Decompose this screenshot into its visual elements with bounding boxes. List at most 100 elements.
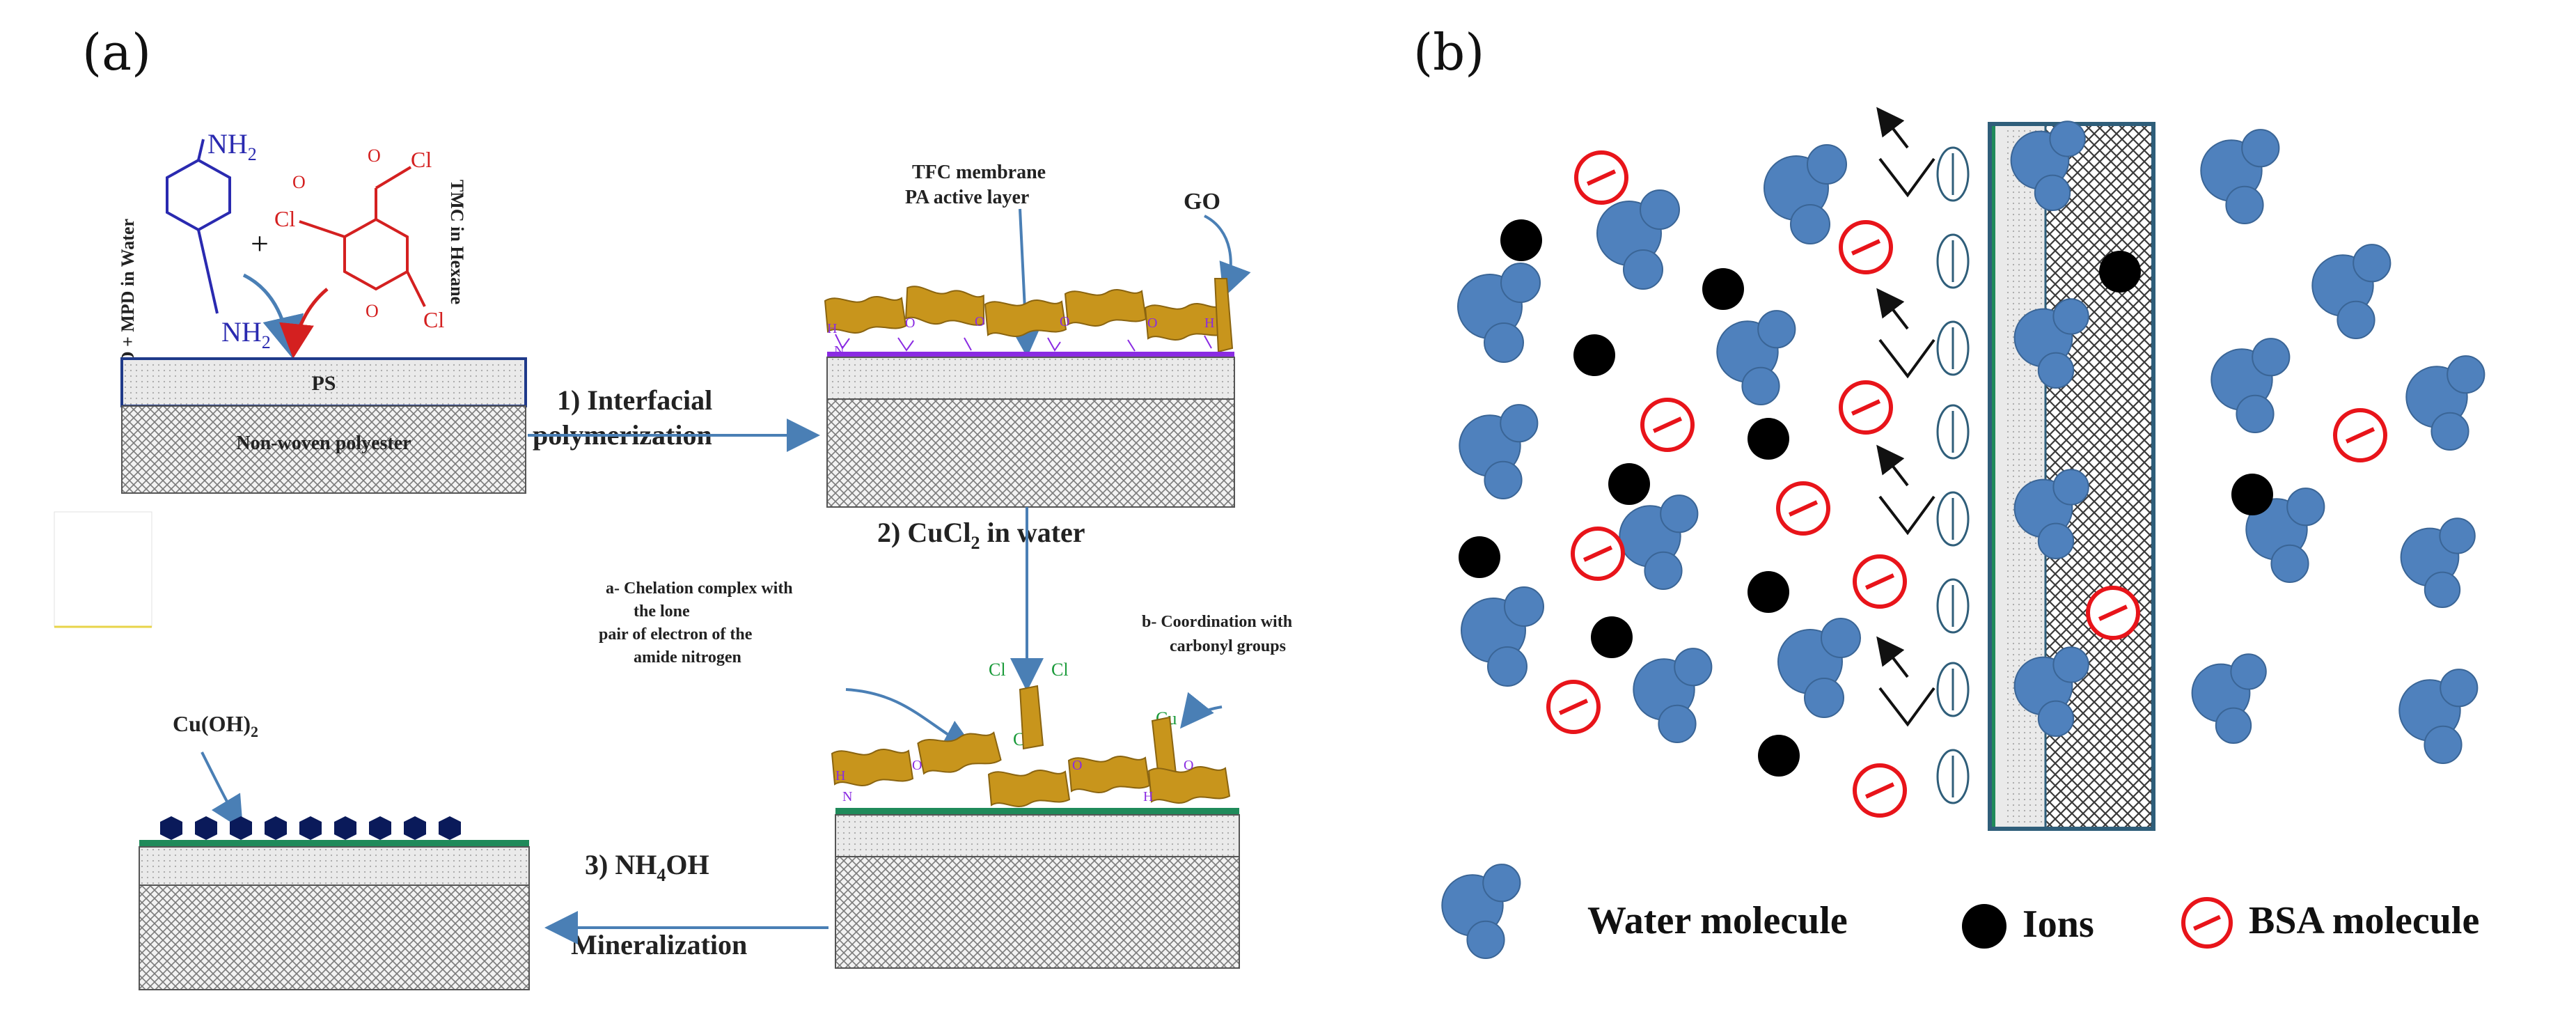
water-molecule bbox=[2010, 120, 2086, 211]
membrane-pore bbox=[1936, 491, 1970, 547]
go-arrow bbox=[1204, 215, 1251, 298]
bsa-molecule bbox=[2333, 408, 2387, 462]
cu-complex-labels: Cl Cl Cu Cu bbox=[989, 660, 1177, 749]
water-molecule bbox=[1716, 310, 1796, 406]
water-molecule bbox=[1457, 263, 1541, 363]
coordination-arrow bbox=[1179, 692, 1223, 729]
membrane-pore bbox=[1936, 749, 1970, 804]
water-molecule bbox=[2210, 338, 2291, 434]
ion bbox=[2099, 251, 2141, 293]
bsa-molecule bbox=[1640, 398, 1695, 452]
rejection-arrow bbox=[1876, 444, 1935, 536]
go-sheets-row1: H N O O O O H bbox=[824, 278, 1234, 359]
ion bbox=[1608, 463, 1650, 505]
ion bbox=[1748, 571, 1789, 613]
panel-a-label: (a) bbox=[82, 23, 151, 81]
step3-line2: Mineralization bbox=[571, 929, 747, 960]
tfc-label-2: PA active layer bbox=[905, 187, 1029, 208]
step1-line1: 1) Interfacial bbox=[557, 384, 712, 416]
water-molecule bbox=[1459, 404, 1539, 500]
bsa-molecule bbox=[2086, 586, 2140, 640]
legend-water-label: Water molecule bbox=[1587, 899, 1848, 942]
membrane-pore bbox=[1936, 662, 1970, 717]
go-label: GO bbox=[1184, 189, 1220, 215]
chelation-arrow bbox=[845, 688, 977, 751]
svg-text:O: O bbox=[905, 315, 915, 331]
rejection-arrow bbox=[1876, 107, 1935, 198]
water-molecule bbox=[2398, 669, 2479, 765]
go-sheets-row2: H N O O H O bbox=[831, 685, 1230, 807]
cl-label-2: Cl bbox=[1051, 660, 1069, 680]
bsa-molecule bbox=[1853, 763, 1907, 818]
legend-bsa-label: BSA molecule bbox=[2249, 899, 2479, 942]
svg-text:O: O bbox=[1147, 315, 1157, 331]
svg-text:carbonyl groups: carbonyl groups bbox=[1170, 637, 1286, 655]
cuoh2-label: Cu(OH)2 bbox=[173, 711, 258, 740]
panel-a: (a) GO + MPD in Water TMC in Hexane NH2 … bbox=[54, 23, 1292, 990]
tmc-cl-bottom: Cl bbox=[423, 307, 444, 332]
panel-b: (b) Water molecule Ions BSA molecule bbox=[1413, 23, 2485, 960]
water-molecule bbox=[2311, 244, 2392, 339]
tmc-oxygen-1: O bbox=[292, 172, 306, 192]
water-molecule bbox=[2013, 646, 2089, 738]
bsa-molecule bbox=[1839, 220, 1893, 274]
cuoh2-arrow bbox=[201, 751, 244, 830]
step2-label: 2) CuCl2 in water bbox=[877, 517, 1085, 553]
water-molecule bbox=[2400, 517, 2476, 608]
svg-text:O: O bbox=[1060, 314, 1069, 329]
ion bbox=[1702, 268, 1744, 310]
bsa-molecule bbox=[1574, 150, 1628, 205]
substrate-tfc bbox=[826, 352, 1235, 508]
tfc-label-1: TFC membrane bbox=[912, 162, 1046, 183]
svg-text:a- Chelation complex with: a- Chelation complex with bbox=[606, 579, 793, 598]
ion bbox=[1500, 219, 1542, 261]
mpd-amine-bottom: NH2 bbox=[221, 316, 271, 352]
water-molecule bbox=[1619, 494, 1699, 591]
water-molecule bbox=[2200, 129, 2280, 224]
step3-label: 3) NH4OH bbox=[585, 849, 709, 885]
water-molecule bbox=[1633, 648, 1713, 744]
rejection-arrow bbox=[1876, 636, 1935, 727]
substrate-initial: PS Non-woven polyester bbox=[120, 357, 527, 494]
particles-layer bbox=[1457, 107, 2485, 818]
bsa-molecule bbox=[1571, 527, 1625, 581]
tmc-oxygen-3: O bbox=[366, 301, 379, 321]
side-label-tmc: TMC in Hexane bbox=[447, 180, 467, 304]
svg-text:O: O bbox=[1184, 758, 1193, 773]
water-molecule bbox=[1764, 144, 1847, 244]
water-molecule bbox=[1596, 189, 1680, 290]
tmc-arrow bbox=[279, 288, 329, 359]
ion bbox=[1591, 616, 1633, 658]
plus-sign: + bbox=[251, 226, 269, 261]
membrane-pore bbox=[1936, 233, 1970, 289]
svg-text:H: H bbox=[1143, 789, 1153, 804]
svg-text:b- Coordination with: b- Coordination with bbox=[1142, 613, 1292, 631]
ion bbox=[1573, 334, 1615, 376]
legend-ions-label: Ions bbox=[2023, 903, 2094, 946]
tmc-molecule: Cl Cl Cl O O O bbox=[274, 146, 444, 332]
water-molecule bbox=[1777, 618, 1861, 718]
ion bbox=[1758, 735, 1800, 777]
legend-bsa-icon bbox=[2181, 897, 2233, 949]
water-molecule bbox=[1461, 586, 1544, 687]
svg-text:N: N bbox=[842, 789, 852, 804]
water-molecule bbox=[2191, 653, 2267, 745]
svg-text:amide nitrogen: amide nitrogen bbox=[634, 648, 741, 667]
substrate-polyester-label: Non-woven polyester bbox=[236, 432, 411, 454]
rejection-arrow bbox=[1876, 288, 1935, 379]
bsa-molecule bbox=[2181, 897, 2233, 949]
tmc-cl-top: Cl bbox=[411, 147, 432, 172]
substrate-ps-label: PS bbox=[311, 372, 336, 395]
bsa-molecule bbox=[1776, 481, 1830, 536]
svg-text:O: O bbox=[1072, 758, 1082, 773]
legend-ion-icon bbox=[1962, 904, 2006, 949]
bsa-molecule bbox=[1853, 554, 1907, 609]
membrane-pore bbox=[1936, 404, 1970, 460]
cuoh2-particles bbox=[160, 816, 461, 840]
cl-label-1: Cl bbox=[989, 660, 1006, 680]
blank-box bbox=[54, 511, 152, 628]
membrane-pore bbox=[1936, 146, 1970, 202]
svg-text:H: H bbox=[835, 768, 845, 784]
substrate-final bbox=[139, 816, 530, 990]
ion bbox=[1459, 536, 1500, 578]
